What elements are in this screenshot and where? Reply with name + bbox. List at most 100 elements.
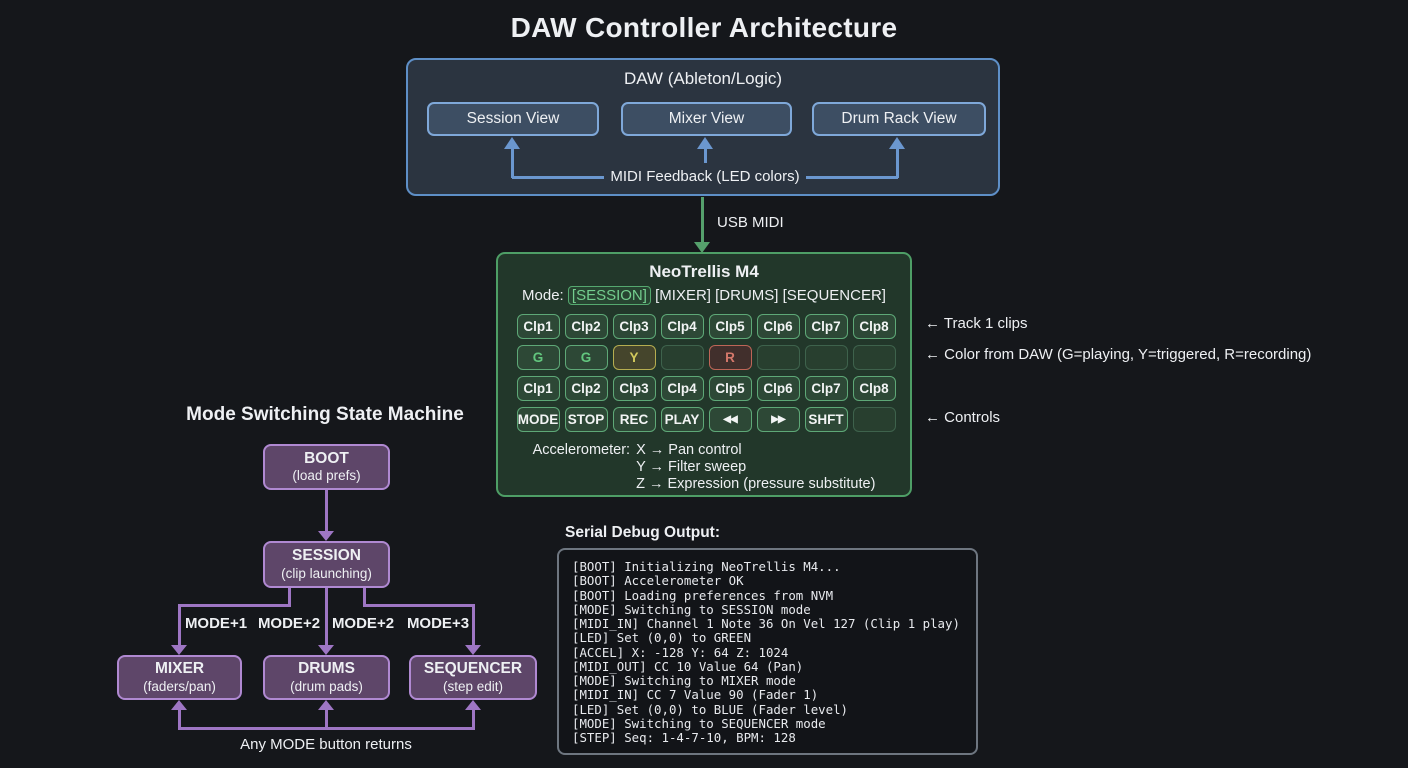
mode-others: [MIXER] [DRUMS] [SEQUENCER] <box>655 287 886 304</box>
edge-label-mode2b: MODE+2 <box>331 615 395 632</box>
pad-led-empty-3 <box>804 345 848 370</box>
node-title: SESSION <box>292 547 361 565</box>
node-subtitle: (clip launching) <box>281 565 372 581</box>
node-subtitle: (faders/pan) <box>143 678 216 694</box>
serial-line: [BOOT] Accelerometer OK <box>572 573 744 589</box>
node-title: MIXER <box>154 660 205 678</box>
pad-clp3: Clp3 <box>612 314 656 339</box>
serial-line: [MIDI_IN] CC 7 Value 90 (Fader 1) <box>572 687 819 703</box>
node-subtitle: (load prefs) <box>292 468 361 484</box>
state-node-drums: DRUMS (drum pads) <box>263 655 390 700</box>
pad-clp5: Clp5 <box>708 314 752 339</box>
state-node-boot: BOOT (load prefs) <box>263 444 390 490</box>
pad-clp4: Clp4 <box>660 314 704 339</box>
accel-x-line: X → Pan control <box>636 442 742 458</box>
accel-y-line: Y → Filter sweep <box>636 459 747 475</box>
edge-label-mode3: MODE+3 <box>406 615 470 632</box>
pad-clp7: Clp7 <box>804 314 848 339</box>
connector-line <box>325 490 328 531</box>
connector-line <box>178 710 181 729</box>
arrow-up-icon <box>465 700 481 710</box>
arrow-up-icon <box>889 137 905 149</box>
pad-clp8: Clp8 <box>852 314 896 339</box>
pad-clp2: Clp2 <box>564 314 608 339</box>
pad-play: PLAY <box>660 407 704 432</box>
serial-line: [STEP] Seq: 1-4-7-10, BPM: 128 <box>572 730 796 745</box>
pad-led-empty-4 <box>852 345 896 370</box>
drum-rack-view-box: Drum Rack View <box>812 102 986 136</box>
pad-led-empty-1 <box>660 345 704 370</box>
pad-rec: REC <box>612 407 656 432</box>
serial-line: [BOOT] Initializing NeoTrellis M4... <box>572 559 841 574</box>
annotation-track1-clips: ← Track 1 clips <box>925 315 1028 332</box>
pad-rewind: ◀◀ <box>708 407 752 432</box>
annotation-controls: ← Controls <box>925 409 1001 426</box>
midi-feedback-label: MIDI Feedback (LED colors) <box>610 168 800 185</box>
connector-line <box>806 176 898 179</box>
state-node-session: SESSION (clip launching) <box>263 541 390 588</box>
node-title: DRUMS <box>298 660 355 678</box>
connector-line <box>178 604 291 607</box>
connector-line <box>704 149 707 163</box>
arrow-down-icon <box>318 531 334 541</box>
serial-line: [MODE] Switching to SESSION mode <box>572 601 811 617</box>
pad-clp5: Clp5 <box>708 376 752 401</box>
session-view-box: Session View <box>427 102 599 136</box>
arrow-down-icon <box>465 645 481 655</box>
arrow-up-icon <box>504 137 520 149</box>
pad-led-red: R <box>708 345 752 370</box>
pad-clp3: Clp3 <box>612 376 656 401</box>
arrow-down-icon <box>694 242 710 253</box>
arrow-up-icon <box>697 137 713 149</box>
pad-clp2: Clp2 <box>564 376 608 401</box>
state-node-sequencer: SEQUENCER (step edit) <box>409 655 537 700</box>
connector-line <box>288 588 291 607</box>
node-subtitle: (step edit) <box>442 678 504 694</box>
connector-line <box>363 588 366 607</box>
mode-prefix: Mode: <box>522 287 564 304</box>
accelerometer-block: Accelerometer: X → Pan control Y → Filte… <box>498 442 910 493</box>
serial-line: [ACCEL] X: -128 Y: 64 Z: 1024 <box>572 644 789 660</box>
return-path-label: Any MODE button returns <box>240 736 412 753</box>
pad-mode: MODE <box>516 407 560 432</box>
state-node-mixer: MIXER (faders/pan) <box>117 655 242 700</box>
daw-box-title: DAW (Ableton/Logic) <box>623 69 783 88</box>
node-title: SEQUENCER <box>423 660 523 678</box>
connector-line <box>472 710 475 729</box>
pad-clp7: Clp7 <box>804 376 848 401</box>
neotrellis-box: NeoTrellis M4 Mode: [SESSION] [MIXER] [D… <box>496 252 912 497</box>
pad-ffwd: ▶▶ <box>756 407 800 432</box>
serial-line: [LED] Set (0,0) to BLUE (Fader level) <box>572 701 849 717</box>
node-subtitle: (drum pads) <box>290 678 363 694</box>
page-title: DAW Controller Architecture <box>510 12 898 43</box>
pad-clp8: Clp8 <box>852 376 896 401</box>
connector-line <box>363 604 475 607</box>
connector-line <box>325 588 328 645</box>
mode-row: Mode: [SESSION] [MIXER] [DRUMS] [SEQUENC… <box>498 286 910 305</box>
pad-clp6: Clp6 <box>756 376 800 401</box>
arrow-down-icon <box>318 645 334 655</box>
pad-clp6: Clp6 <box>756 314 800 339</box>
daw-box: DAW (Ableton/Logic) Session View Mixer V… <box>406 58 1000 196</box>
arrow-up-icon <box>318 700 334 710</box>
connector-line <box>511 149 514 178</box>
usb-midi-line <box>701 197 704 242</box>
pad-shft: SHFT <box>804 407 848 432</box>
connector-line <box>178 727 475 730</box>
connector-line <box>512 176 604 179</box>
pad-stop: STOP <box>564 407 608 432</box>
usb-midi-label: USB MIDI <box>717 214 784 231</box>
serial-line: [BOOT] Loading preferences from NVM <box>572 587 834 603</box>
edge-label-mode2a: MODE+2 <box>257 615 321 632</box>
edge-label-mode1: MODE+1 <box>184 615 248 632</box>
pad-led-yellow: Y <box>612 345 656 370</box>
connector-line <box>896 149 899 178</box>
pad-clp4: Clp4 <box>660 376 704 401</box>
accel-z-line: Z → Expression (pressure substitute) <box>636 476 876 492</box>
